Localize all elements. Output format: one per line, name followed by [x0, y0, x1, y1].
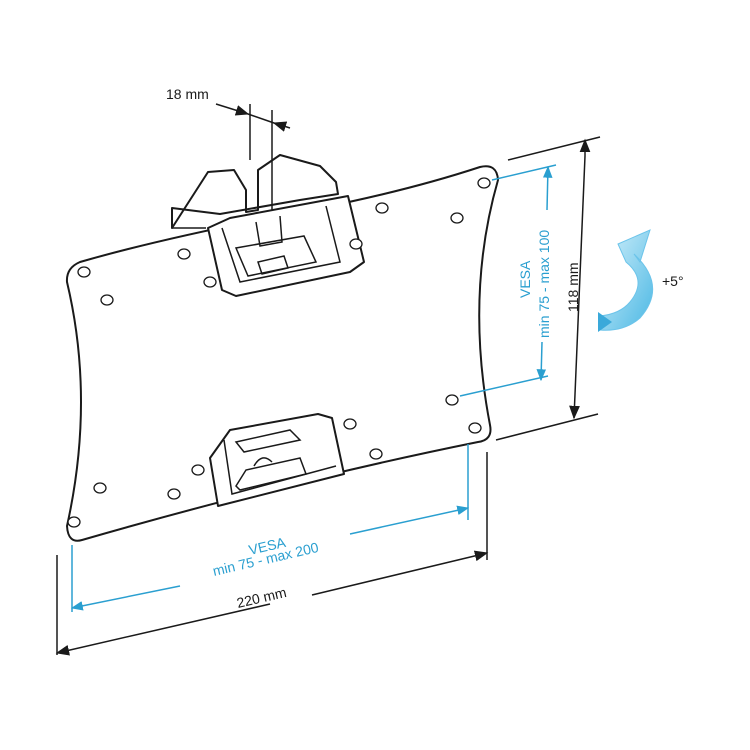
hole: [67, 516, 81, 528]
height-dimension: 118 mm: [495, 136, 601, 441]
bottom-hook: [209, 413, 345, 507]
hole: [477, 177, 491, 189]
hole: [167, 488, 181, 500]
mounting-plate: [65, 165, 499, 542]
hole: [100, 294, 114, 306]
tilt-label: +5°: [662, 273, 684, 289]
hole: [203, 276, 217, 288]
upper-bracket: [171, 154, 339, 229]
hole: [468, 422, 482, 434]
hole: [191, 464, 205, 476]
hole: [177, 248, 191, 260]
hole: [349, 238, 363, 250]
vesa-vertical-title: VESA: [517, 260, 533, 298]
hole: [445, 394, 459, 406]
hole: [77, 266, 91, 278]
mounting-holes: [67, 177, 491, 528]
hole: [375, 202, 389, 214]
width-label: 220 mm: [235, 584, 288, 611]
hole: [93, 482, 107, 494]
vesa-vertical-dimension: VESA min 75 - max 100: [459, 164, 557, 397]
hole: [369, 448, 383, 460]
depth-dimension: 18 mm: [166, 86, 291, 210]
hole: [450, 212, 464, 224]
vesa-vertical-range: min 75 - max 100: [536, 230, 552, 338]
top-hook: [207, 195, 365, 297]
height-label: 118 mm: [565, 262, 581, 312]
depth-label: 18 mm: [166, 86, 209, 102]
tilt-arrow-icon: [598, 229, 654, 332]
hole: [343, 418, 357, 430]
